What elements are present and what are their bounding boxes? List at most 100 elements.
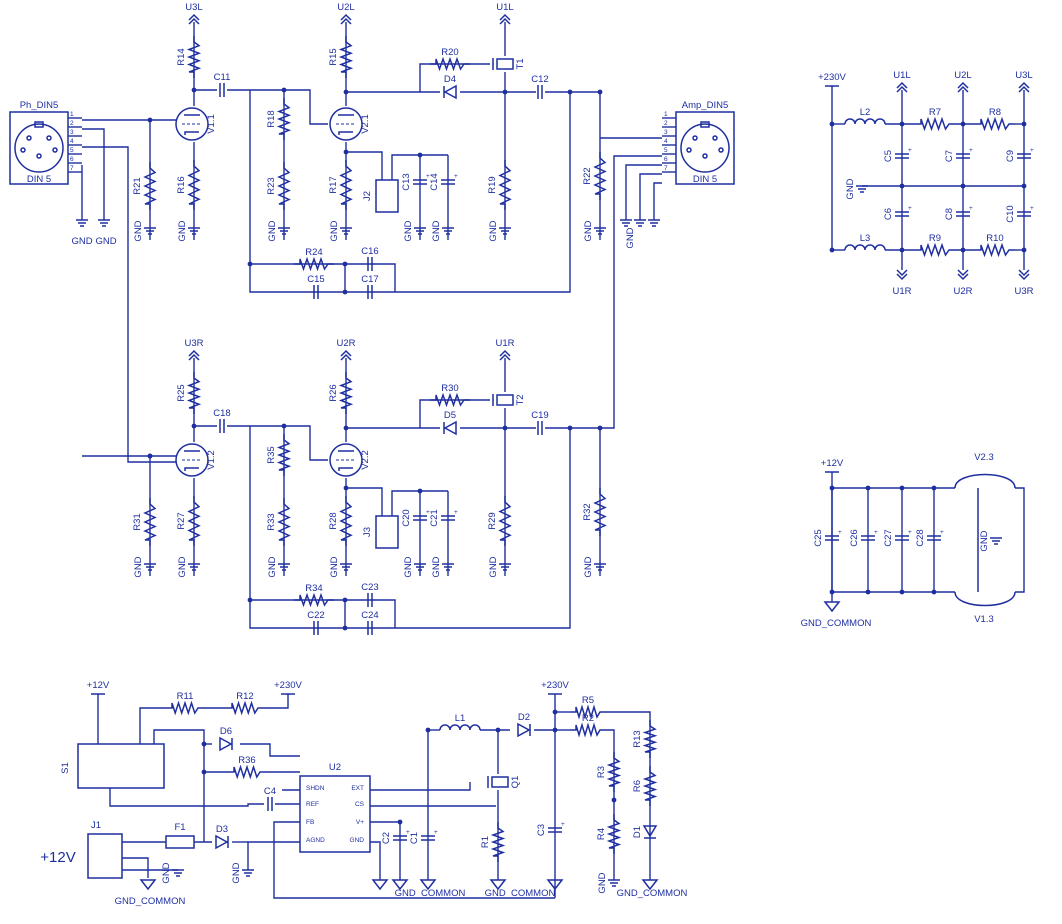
rail-label: +12V xyxy=(87,680,110,691)
resistor-body xyxy=(338,36,354,78)
ground-label: GND xyxy=(133,556,144,577)
ground-symbol xyxy=(634,219,646,227)
capacitor-label: C3 xyxy=(536,824,547,836)
capacitor-label: C7 xyxy=(944,150,955,162)
capacitor: + xyxy=(548,821,565,833)
resistor-body xyxy=(642,720,658,758)
diode xyxy=(219,736,233,752)
resistor-body xyxy=(186,36,202,78)
junction-dot xyxy=(397,819,403,825)
wire xyxy=(249,426,571,629)
ground-label: GND xyxy=(597,872,608,893)
jack-body[interactable] xyxy=(87,833,123,879)
ground-symbol xyxy=(594,227,606,235)
rail-label: U3R xyxy=(184,338,203,349)
pin-number: 4 xyxy=(664,138,668,145)
resistor-body xyxy=(642,766,658,806)
resistor xyxy=(606,814,622,854)
supply-rail xyxy=(1018,269,1030,281)
wire xyxy=(346,487,383,516)
ground-triangle xyxy=(641,879,659,891)
tube-envelope xyxy=(175,443,209,477)
pin-number: 6 xyxy=(664,156,668,163)
resistor-body xyxy=(975,116,1015,132)
rail-label: U3L xyxy=(1015,70,1032,81)
polarity-mark: + xyxy=(561,821,565,828)
resistor xyxy=(143,498,157,546)
connector-type: DIN 5 xyxy=(693,174,717,185)
pin-number: 7 xyxy=(664,165,668,172)
capacitor xyxy=(367,257,373,271)
connector-name: Ph_DIN5 xyxy=(20,100,59,111)
triode-tube xyxy=(329,443,363,477)
capacitor-label: C20 xyxy=(401,509,412,526)
junction-dot xyxy=(611,797,617,803)
resistor-body xyxy=(166,700,204,716)
capacitor: + xyxy=(421,829,438,841)
resistor xyxy=(430,56,470,72)
din-pin xyxy=(692,135,698,141)
ground-label: GND xyxy=(267,556,278,577)
resistor-body xyxy=(606,752,622,792)
rail-label: +230V xyxy=(274,680,302,691)
resistor-label: R5 xyxy=(582,695,594,706)
rail-label: U1L xyxy=(496,2,513,13)
switch-body[interactable] xyxy=(77,743,165,789)
inductor-label: L3 xyxy=(860,233,871,244)
rail-label: U3R xyxy=(1014,286,1033,297)
pin-number: 7 xyxy=(70,165,74,172)
rail-label: U1R xyxy=(892,286,911,297)
mosfet-body xyxy=(491,776,509,788)
inductor-label: L2 xyxy=(860,107,871,118)
resistor-body xyxy=(570,722,606,738)
capacitor-label: C6 xyxy=(883,208,894,220)
capacitor-label: C27 xyxy=(883,529,894,546)
polarity-mark: + xyxy=(1030,147,1034,154)
pin-number: 6 xyxy=(70,156,74,163)
inductor-coil xyxy=(844,118,886,125)
resistor xyxy=(606,752,622,792)
wire xyxy=(1015,487,1025,593)
resistor-label: R34 xyxy=(305,583,322,594)
resistor xyxy=(187,496,201,546)
polarity-mark: + xyxy=(426,509,430,516)
rail-label: U1L xyxy=(893,70,910,81)
diode xyxy=(443,420,457,436)
din-body xyxy=(9,111,69,185)
ground-triangle xyxy=(371,879,389,891)
ground-symbol xyxy=(172,869,184,877)
mosfet-body xyxy=(496,58,514,70)
wire xyxy=(370,782,471,791)
label: GND_COMMON xyxy=(395,888,466,899)
dc-jack xyxy=(87,833,123,879)
jumper-body xyxy=(375,515,399,549)
resistor xyxy=(294,256,334,272)
rail-arrow xyxy=(896,81,908,93)
diode-body xyxy=(215,834,229,850)
resistor xyxy=(498,496,512,546)
junction-dot xyxy=(899,589,905,595)
capacitor-label: C26 xyxy=(849,529,860,546)
junction-dot xyxy=(201,741,207,747)
connector-type: DIN 5 xyxy=(27,174,51,185)
ground-common-symbol xyxy=(489,879,507,891)
capacitor: + xyxy=(441,173,458,185)
mosfet-body xyxy=(496,394,514,406)
tube-envelope xyxy=(175,107,209,141)
rail-label: +12V xyxy=(821,458,844,469)
resistor-label: R14 xyxy=(176,48,187,65)
ground-symbol xyxy=(76,219,88,227)
junction-dot xyxy=(829,485,835,491)
wire xyxy=(391,490,448,516)
ground-symbol xyxy=(856,185,868,193)
mosfet xyxy=(492,58,514,70)
capacitor-label: C16 xyxy=(361,246,378,257)
din-pin xyxy=(718,147,724,153)
ground-label: GND xyxy=(177,556,188,577)
resistor-body xyxy=(430,56,470,72)
wire xyxy=(653,182,662,220)
resistor xyxy=(276,98,292,140)
connector-name: Amp_DIN5 xyxy=(682,100,728,111)
jumper-label: J3 xyxy=(362,527,373,537)
tube-cathode xyxy=(184,467,199,471)
